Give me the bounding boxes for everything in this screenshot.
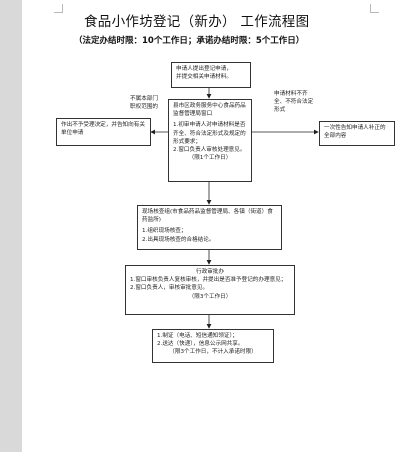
step-inform-line: 作出不予受理决定，并告知向有关单位申请: [61, 122, 145, 137]
note-line: 形式: [274, 107, 286, 113]
step-apply-line: 并提交相关申请材料。: [176, 74, 232, 81]
note-line: 不属本部门: [130, 96, 158, 102]
step-approve-line: 2.窗口负责人，审核审批意见。: [130, 285, 209, 292]
step-apply: 申请人提出登记申请， 并提交相关申请材料。: [171, 62, 251, 88]
page-subtitle: （法定办结时限：10个工作日；承诺办结时限：5个工作日）: [74, 36, 305, 46]
step-approve-time: （限3个工作日）: [188, 293, 232, 300]
step-apply-line: 申请人提出登记申请，: [176, 66, 232, 72]
step-approve: 行政审批办 1.窗口审核负责人复核审核，并提出是否准予登记的办理意见； 2.窗口…: [125, 265, 295, 315]
step-inspect-line: 1.组织现场核查；: [142, 228, 187, 235]
step-reject-line: 一次性告知申请人补正的全部内容: [324, 125, 386, 140]
step-inspect-line: 2.出具现场核查的合格结论。: [142, 236, 215, 243]
note-line: 职权范围的: [130, 104, 158, 110]
step-inspect: 现场核查组(市食品药品监督管理局、各镇（街道）食药监所) 1.组织现场核查； 2…: [137, 205, 282, 250]
note-out-of-scope: 不属本部门 职权范围的: [117, 95, 171, 111]
page-corner-mark: [370, 4, 379, 13]
step-approve-line: 1.窗口审核负责人复核审核，并提出是否准予登记的办理意见；: [130, 277, 287, 284]
step-issue: 1.制证（电话、短信通知领证）； 2.送达（快递），信息公示网共享。 （限3个工…: [152, 329, 274, 363]
page-title: 食品小作坊登记（新办） 工作流程图: [84, 14, 310, 30]
step-accept-line: 2.窗口负责人审核处理意见。: [173, 147, 246, 154]
note-line: 申请材料不齐: [274, 91, 308, 97]
step-issue-line: 2.送达（快递），信息公示网共享。: [157, 341, 244, 348]
step-reject: 一次性告知申请人补正的全部内容: [319, 121, 395, 146]
note-incomplete: 申请材料不齐 全、不符合法定 形式: [274, 90, 324, 114]
note-line: 全、不符合法定: [274, 99, 314, 105]
step-accept-heading: 县市区政务服务中心食品药品监督管理局窗口: [173, 103, 246, 118]
step-accept: 县市区政务服务中心食品药品监督管理局窗口 1.初审申请人对申请材料是否齐全、符合…: [168, 99, 252, 182]
step-accept-line: 1.初审申请人对申请材料是否齐全、符合法定形式及规定的形式要求；: [173, 122, 246, 145]
step-inform: 作出不予受理决定，并告知向有关单位申请: [56, 118, 151, 146]
page-corner-mark: [54, 4, 63, 13]
step-issue-time: （限3个工作日，不计入承诺时限）: [169, 349, 257, 356]
step-issue-line: 1.制证（电话、短信通知领证）；: [157, 333, 238, 339]
step-accept-time: （限1个工作日）: [188, 155, 232, 162]
step-approve-heading: 行政审批办: [196, 269, 224, 275]
step-inspect-heading: 现场核查组(市食品药品监督管理局、各镇（街道）食药监所): [142, 209, 273, 224]
